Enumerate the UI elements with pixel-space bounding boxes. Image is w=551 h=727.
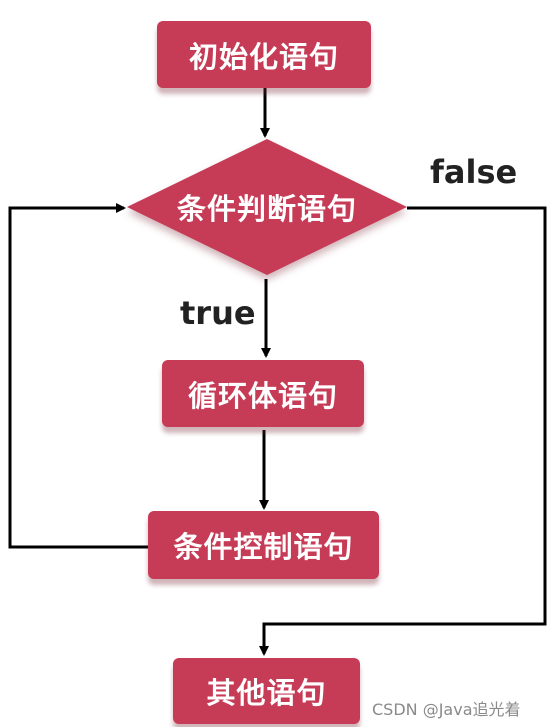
arrow-control-loop-back <box>8 203 148 549</box>
condition-diamond-shape <box>127 139 407 275</box>
init-statement-label: 初始化语句 <box>188 39 339 74</box>
arrow-condition-false-to-other <box>259 206 547 656</box>
condition-control-label: 条件控制语句 <box>173 530 354 564</box>
condition-label: 条件判断语句 <box>176 192 357 226</box>
watermark: CSDN @Java追光着 <box>372 700 521 719</box>
condition-control-node: 条件控制语句 <box>148 511 379 579</box>
loop-body-label: 循环体语句 <box>187 378 338 413</box>
false-edge-label: false <box>430 153 518 191</box>
other-statement-label: 其他语句 <box>206 676 327 710</box>
condition-node: 条件判断语句 <box>127 139 407 275</box>
other-statement-node: 其他语句 <box>173 658 360 724</box>
true-edge-label: true <box>180 294 256 332</box>
init-statement-node: 初始化语句 <box>157 21 371 88</box>
loop-body-node: 循环体语句 <box>162 360 364 427</box>
